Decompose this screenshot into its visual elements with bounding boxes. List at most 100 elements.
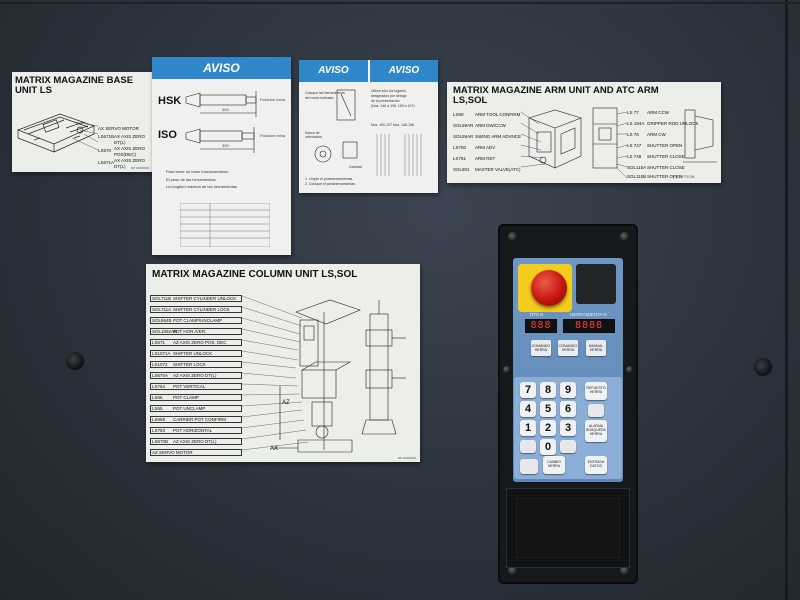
label-card-column-unit: MATRIX MAGAZINE COLUMN UNIT LS,SOL SOL71… — [146, 264, 420, 462]
svg-text:Coloque las herramientas: Coloque las herramientas — [305, 91, 345, 95]
tool-spare-key[interactable]: REPUESTO HERRA — [585, 382, 607, 400]
hsk-label: HSK — [158, 95, 182, 107]
svg-text:Posición extra: Posición extra — [260, 133, 286, 138]
arm-left-desc-3: SWING ARM ADVNCE — [475, 134, 522, 139]
arm-unit-diagram — [521, 109, 582, 169]
column-label-code: LS670B — [152, 438, 169, 444]
svg-text:Marca de: Marca de — [305, 131, 320, 135]
arm-left-code-5: LS751 — [453, 156, 467, 161]
function-key-1[interactable]: COMANDO HERRA — [531, 340, 551, 356]
column-label-box — [150, 383, 242, 390]
key-2[interactable]: 2 — [540, 420, 556, 436]
column-label-code: AZ SERVO MOTOR — [152, 449, 193, 455]
axis-az-label: AZ — [282, 400, 290, 406]
axis-ax-label: AX — [270, 446, 279, 452]
function-key-3[interactable]: MANUAL HERRA — [586, 340, 606, 356]
svg-text:del modo indicado: del modo indicado — [305, 96, 333, 100]
column-label-desc: POT HORIZONTAL — [173, 427, 213, 433]
arm-right-desc-6: SHUTTER CLOSE — [647, 165, 685, 170]
column-label-box — [150, 416, 242, 423]
panel-bolt-left — [66, 352, 84, 370]
blank-cover-inner — [516, 498, 620, 558]
aviso-header-right: AVISO — [369, 60, 438, 82]
base-label-ls670-desc: AX AXIS ZERO POS(DEC) — [114, 146, 146, 157]
frame-screw-br — [620, 566, 629, 575]
column-label-code: LS1071A — [152, 350, 171, 356]
key-9[interactable]: 9 — [560, 382, 576, 398]
column-label-desc: CARRIER POT CONFIRM — [173, 416, 226, 422]
arm-right-desc-3: ARM CW — [647, 132, 666, 137]
svg-text:(Nos. 146 a 196, 190 a 197): (Nos. 146 a 196, 190 a 197) — [371, 104, 415, 108]
base-unit-diagram — [17, 113, 98, 153]
column-label-code: SOL1092AB — [152, 328, 178, 334]
column-label-box — [150, 328, 242, 335]
column-label-box — [150, 372, 242, 379]
svg-text:300: 300 — [222, 143, 229, 148]
data-entry-key[interactable]: ENTRADA DATOS — [585, 456, 607, 474]
column-label-code: SOL864B — [152, 317, 172, 323]
arm-right-code-7: SOL115B — [627, 174, 647, 179]
function-key-2[interactable]: COMANDO HERRA — [558, 340, 578, 356]
arm-left-code-1: LS60 — [453, 112, 464, 117]
column-label-box — [150, 438, 242, 445]
base-label-servo: AX SERVO MOTOR — [98, 126, 139, 131]
frame-screw-mr — [626, 366, 633, 373]
key-3[interactable]: 3 — [560, 420, 576, 436]
column-label-desc: POT VERTICAL — [173, 383, 206, 389]
key-0[interactable]: 0 — [540, 439, 556, 455]
base-label-ls670: LS670 — [98, 148, 112, 153]
tool-change-key[interactable]: CAMBIO HERRA — [543, 456, 565, 474]
column-label-desc: POT UNCLAMP — [173, 405, 206, 411]
arm-right-desc-5: SHUTTER CLOSE — [647, 154, 685, 159]
key-1[interactable]: 1 — [520, 420, 536, 436]
arm-side-diagram — [683, 109, 717, 163]
emergency-stop-button[interactable] — [531, 270, 567, 306]
arm-right-code-1: LS 77 — [627, 110, 639, 115]
base-footer: NP 00000000 — [130, 166, 149, 170]
key-6[interactable]: 6 — [560, 401, 576, 417]
column-label-code: LS668 — [152, 416, 166, 422]
card-title: MATRIX MAGAZINE ARM UNIT AND ATC ARM LS,… — [453, 85, 659, 107]
aviso-left-note-2: El peso de las herramientas — [166, 177, 216, 182]
column-label-desc: AZ AXIS ZERO POS. DEC — [173, 339, 227, 345]
svg-text:de la presentación: de la presentación — [371, 99, 400, 103]
column-label-box — [150, 427, 242, 434]
key-5[interactable]: 5 — [540, 401, 556, 417]
arm-left-code-3: SOL59AR — [453, 134, 474, 139]
column-label-code: LS671 — [152, 339, 166, 345]
pot-number-display: 888 — [525, 319, 557, 333]
column-label-desc: SHIFTER CYLINDER UNLOCK — [173, 295, 237, 301]
cabinet-seam-top — [0, 2, 800, 4]
column-label-desc: AZ AXIS ZERO DT(L) — [173, 372, 217, 378]
svg-text:2. Coloque el portaherramienta: 2. Coloque el portaherramientas — [305, 182, 355, 186]
column-unit-diagram — [242, 295, 406, 453]
tool-holder-diagram: 400 300 Posición extra Posición extra — [185, 91, 286, 153]
key-7[interactable]: 7 — [520, 382, 536, 398]
warning-card-right: AVISO AVISO Coloque las herramientas del… — [299, 60, 438, 193]
label-card-arm-unit: MATRIX MAGAZINE ARM UNIT AND ATC ARM LS,… — [447, 82, 721, 183]
aviso-header-left: AVISO — [299, 60, 368, 82]
column-label-box — [150, 339, 242, 346]
alarm-search-key[interactable]: ALARMA BUSQUEDA HERRA — [585, 420, 607, 442]
base-label-ls671b: LS671B — [98, 134, 115, 139]
svg-text:Utilice sólo los lugares: Utilice sólo los lugares — [371, 89, 406, 93]
arm-shutter-diagram — [592, 107, 627, 179]
column-label-desc: SHIFTER UNLOCK — [173, 350, 213, 356]
key-switch-slot[interactable] — [576, 264, 616, 304]
key-blank-left[interactable] — [520, 440, 536, 453]
arm-right-code-4: LS 747 — [627, 143, 642, 148]
column-label-code: LS65 — [152, 405, 163, 411]
arm-right-code-6: SOL115A — [627, 165, 647, 170]
iso-label: ISO — [158, 129, 177, 141]
bottom-key-left[interactable] — [520, 459, 538, 474]
base-label-ls671a: LS671A — [98, 160, 115, 165]
column-label-code: LS1072 — [152, 361, 168, 367]
base-label-ls671a-desc: AX AXIS ZERO DT(L) — [114, 158, 146, 169]
key-blank-right[interactable] — [560, 440, 576, 453]
key-4[interactable]: 4 — [520, 401, 536, 417]
aviso-left-note-1: Para tener un buen funcionamiento — [166, 169, 229, 174]
arm-right-desc-1: ARM CCW — [647, 110, 669, 115]
key-8[interactable]: 8 — [540, 382, 556, 398]
side-key-2[interactable] — [588, 404, 604, 417]
aviso-left-table — [180, 203, 270, 247]
